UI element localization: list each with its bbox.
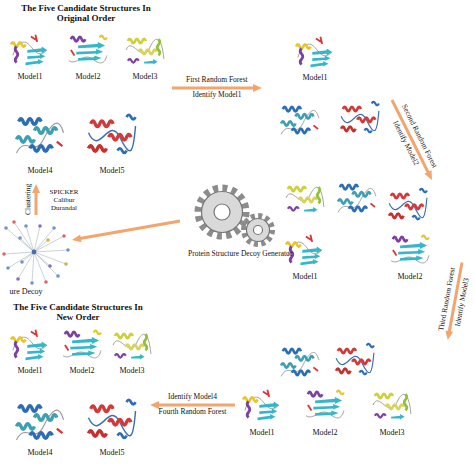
protein-model [11,330,47,361]
step-label: Clustering [24,184,33,215]
model-label: ure Decoy [10,287,43,296]
method-label: SPICKER Calibur Durandal [44,188,84,212]
structure-group: Model1 [262,28,392,148]
arrow-shaft [35,192,38,215]
protein-model [69,36,107,63]
arrow-head [32,184,40,193]
protein-set-step3 [243,344,411,421]
model-label: Model3 [120,366,145,375]
model-label: Model1 [18,366,43,375]
protein-model [296,37,332,68]
structure-group: The Five Candidate Structures In New Ord… [5,300,150,470]
decoy-cloud [2,220,70,285]
model-label: Model5 [100,166,125,175]
arrow-head [445,330,453,340]
model-label: Protein Structure Decoy Generator [188,250,292,259]
model-label: Model3 [380,428,405,437]
model-label: Model5 [100,448,125,457]
protein-set-new [11,330,151,440]
protein-model [281,349,319,376]
protein-model [88,400,135,438]
protein-model [16,406,63,440]
step-label: Fourth Random Forest [159,408,227,417]
flow-arrow [32,184,40,215]
group-title: The Five Candidate Structures In Origina… [11,3,161,24]
model-label: Model2 [76,72,101,81]
arrow-shaft [80,221,180,239]
protein-set-step1 [281,37,379,135]
protein-model [243,390,279,421]
model-label: Model2 [398,272,423,281]
arrow-head [253,84,262,92]
gears [198,188,272,244]
protein-model [341,102,379,133]
model-label: Model4 [28,448,53,457]
model-label: Model1 [250,428,275,437]
model-label: Model3 [133,72,158,81]
protein-model [391,236,429,263]
arrow-head [150,401,159,409]
arrow-head [72,234,82,242]
protein-model [63,331,101,358]
protein-model [281,107,319,134]
structure-group: Model1 Model2 [262,180,462,290]
step-label: First Random Forest [186,76,248,85]
group-title: The Five Candidate Structures In New Ord… [8,302,148,323]
protein-model [11,35,47,66]
arrow-shaft [158,403,235,406]
flow-arrow [72,221,180,242]
structure-group: Protein Structure Decoy Generator [180,180,300,262]
protein-model [336,344,374,375]
arrow-shaft [172,87,254,90]
protein-model [88,115,135,153]
model-label: Model1 [303,73,328,82]
model-label: Model1 [293,272,318,281]
protein-model [16,119,63,153]
structure-group: ure Decoy [0,215,72,298]
protein-set-step2 [286,185,429,265]
protein-model [126,39,164,65]
structure-group: Model1 Model2 Model3 [235,340,468,445]
protein-set-original [11,35,164,153]
identify-label: Identify Model3 [454,278,471,328]
structure-group: The Five Candidate Structures In Origina… [5,2,172,184]
identify-label: Identify Model4 [168,393,217,402]
protein-model [286,187,324,213]
protein-model [389,189,427,220]
protein-model [306,391,344,418]
protein-model [113,334,151,360]
identify-label: Identify Model1 [193,91,242,100]
arrow-head [424,170,432,180]
model-label: Model4 [28,166,53,175]
model-label: Model2 [70,366,95,375]
protein-model [338,185,376,212]
protein-model [373,394,411,420]
model-label: Model1 [18,72,43,81]
model-label: Model2 [313,428,338,437]
